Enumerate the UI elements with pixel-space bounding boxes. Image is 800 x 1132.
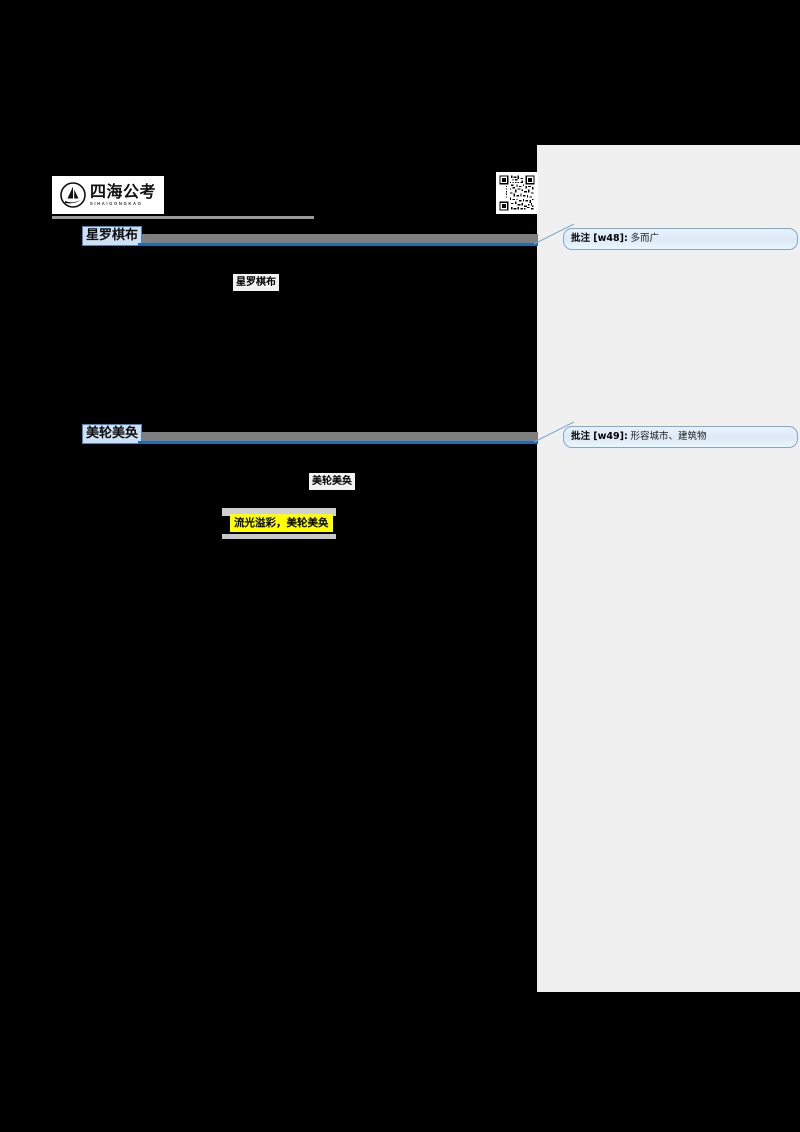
highlighted-sentence: 流光溢彩，美轮美奂 <box>230 514 333 532</box>
body-term-xingluoqibu: 星罗棋布 <box>233 274 279 291</box>
comment-anchor-w49[interactable]: 美轮美奂 <box>82 424 143 444</box>
comment-leader-w48 <box>533 223 575 245</box>
qr-code-icon <box>496 172 538 214</box>
comment-text-w49: 形容城市、建筑物 <box>630 431 707 442</box>
comment-label-w48: 批注 [w48]: <box>571 233 628 244</box>
comment-label-w49: 批注 [w49]: <box>571 431 628 442</box>
sailboat-icon <box>60 182 86 208</box>
comment-text-w48: 多而广 <box>630 233 659 244</box>
brand-wordmark: 四海公考 SIHAIGONGKAO <box>89 181 156 206</box>
brand-name-en: SIHAIGONGKAO <box>89 200 143 206</box>
comment-margin-panel <box>537 145 800 992</box>
comment-bubble-w49[interactable]: 批注 [w49]: 形容城市、建筑物 <box>563 426 798 448</box>
comment-line-band <box>138 432 538 441</box>
brand-logo: 四海公考 SIHAIGONGKAO <box>52 176 164 214</box>
comment-anchor-w48[interactable]: 星罗棋布 <box>82 226 143 246</box>
brand-name-cn: 四海公考 <box>89 181 156 201</box>
header-divider <box>52 216 314 219</box>
comment-line-band <box>138 234 538 243</box>
comment-bubble-w48[interactable]: 批注 [w48]: 多而广 <box>563 228 798 250</box>
comment-connector-w49 <box>138 441 538 444</box>
body-term-meilunmeihuan: 美轮美奂 <box>309 473 355 490</box>
highlight-line-wash-top <box>222 508 336 516</box>
comment-leader-w49 <box>533 421 575 443</box>
comment-connector-w48 <box>138 243 538 246</box>
highlight-line-wash-bottom <box>222 534 336 539</box>
